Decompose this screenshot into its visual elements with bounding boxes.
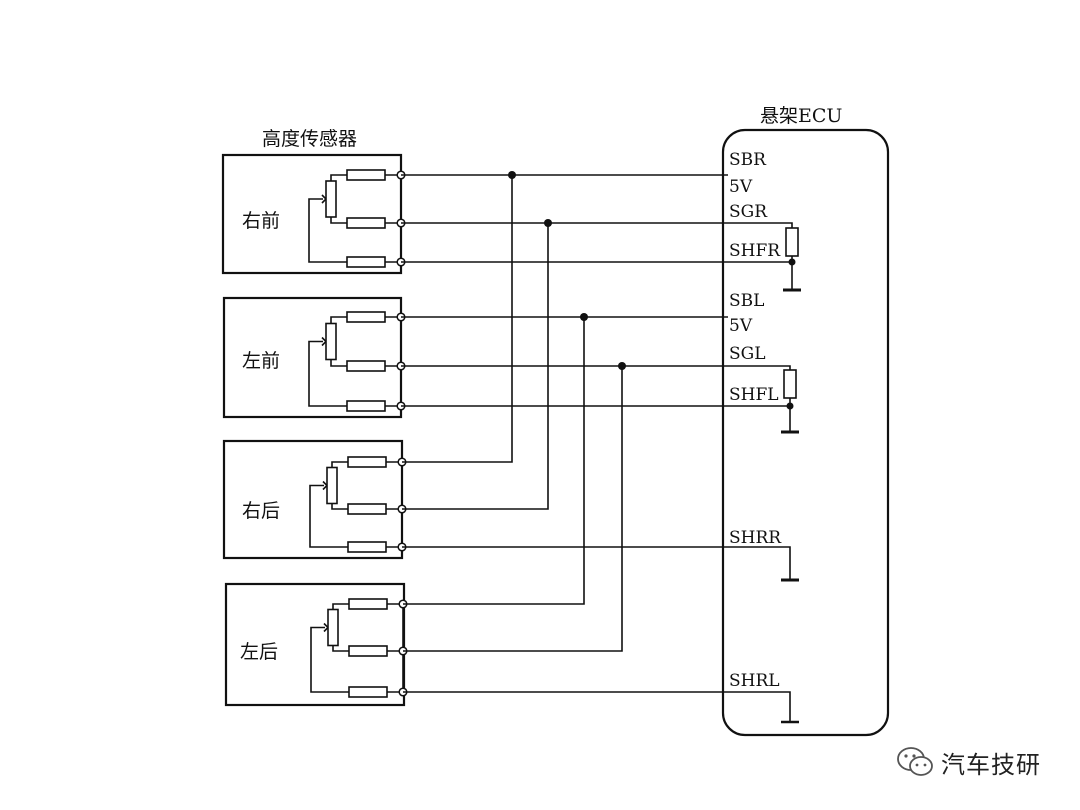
sensor-front-left-leads — [385, 316, 401, 407]
sensor-rear-left-wiper-wire — [310, 626, 349, 693]
pin-label-shrl: SHRL — [729, 671, 780, 691]
wire-rr-signal — [402, 223, 549, 510]
sensor-front-left-resistor — [346, 360, 386, 372]
sensor-front-right-wiper-wire — [308, 198, 347, 263]
sensor-rear-right-leads — [386, 461, 402, 548]
sensor-front-right-leads — [385, 174, 401, 263]
ecu-resistor-right — [785, 227, 799, 257]
sensor-rear-left-resistor — [348, 598, 388, 610]
junction-dot — [508, 171, 516, 179]
pin-label-sbr: SBR — [729, 150, 767, 170]
sensor-front-right-potentiometer — [325, 180, 337, 218]
pin-label-shfr: SHFR — [729, 241, 781, 261]
sensor-rear-right-resistor — [347, 503, 387, 515]
wechat-icon — [897, 747, 933, 776]
wire-rr-supply — [402, 175, 513, 463]
watermark-text: 汽车技研 — [941, 750, 1041, 779]
sensor-rear-right-potentiometer — [326, 466, 338, 505]
sensor-front-left-potentiometer — [325, 322, 337, 361]
sensor-rear-left-resistor — [348, 686, 388, 698]
sensor-rear-right-pot-wires — [331, 461, 348, 510]
sensor-rear-right-wiper-wire — [309, 484, 348, 548]
pin-label-sbl: SBL — [729, 291, 764, 311]
sensor-front-right-pot-wires — [330, 174, 347, 224]
junction-dot — [618, 362, 626, 370]
pin-label-sgl: SGL — [729, 344, 766, 364]
sensor-label-rear-left: 左后 — [240, 641, 278, 663]
sensor-rear-left-potentiometer — [327, 608, 339, 647]
sensor-front-left-pot-wires — [330, 316, 347, 367]
sensor-front-left-wiper-wire — [308, 340, 347, 407]
ecu-box — [721, 128, 890, 737]
sensor-front-right-resistor — [346, 256, 386, 268]
wire-rl-signal — [403, 366, 623, 652]
sensor-rear-right-resistor — [347, 456, 387, 468]
sensor-box-rear-left — [224, 582, 406, 707]
ecu-title: 悬架ECU — [760, 105, 842, 127]
sensor-front-left-resistor — [346, 400, 386, 412]
sensor-front-left-resistor — [346, 311, 386, 323]
wire-sgr — [401, 222, 793, 228]
wire-rl-supply — [403, 317, 585, 605]
sensor-label-rear-right: 右后 — [242, 500, 280, 522]
sensor-rear-left-pot-wires — [332, 603, 349, 652]
pin-label-5v-right: 5V — [729, 177, 753, 197]
sensor-label-front-left: 左前 — [242, 350, 280, 372]
sensor-group-title: 高度传感器 — [262, 128, 357, 150]
pin-label-shfl: SHFL — [729, 385, 779, 405]
wire-sgl — [401, 365, 791, 370]
sensor-rear-left-resistor — [348, 645, 388, 657]
sensor-rear-right-resistor — [347, 541, 387, 553]
sensor-internal-circuits — [308, 169, 408, 698]
junction-dot — [544, 219, 552, 227]
junction-dot — [580, 313, 588, 321]
ecu-resistor-left — [783, 369, 797, 399]
pin-label-sgr: SGR — [729, 202, 768, 222]
sensor-label-front-right: 右前 — [242, 210, 280, 232]
wire-shrr — [402, 546, 791, 580]
sensor-front-right-resistor — [346, 169, 386, 181]
pin-label-5v-left: 5V — [729, 316, 753, 336]
watermark: 汽车技研 — [895, 744, 1041, 780]
pin-label-shrr: SHRR — [729, 528, 782, 548]
wire-shrl — [403, 691, 791, 722]
sensor-front-right-resistor — [346, 217, 386, 229]
